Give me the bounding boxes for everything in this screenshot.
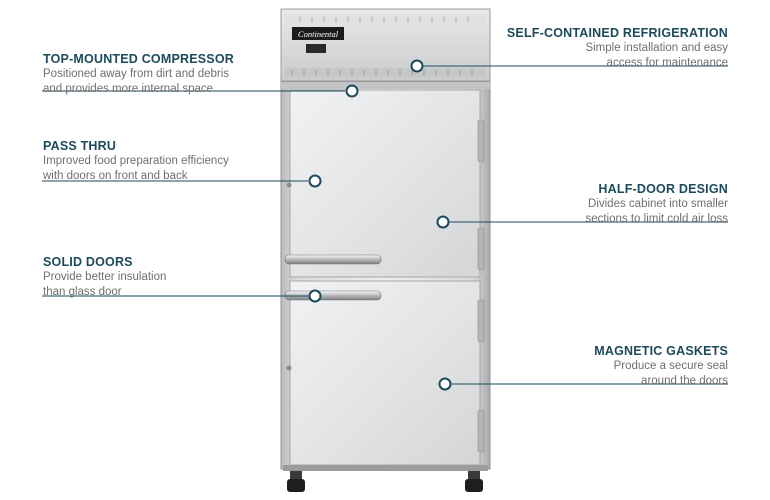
callout-magnetic-gaskets: MAGNETIC GASKETS Produce a secure seal a… (468, 344, 728, 388)
callout-desc-line: Divides cabinet into smaller (588, 198, 728, 210)
callout-desc-line: sections to limit cold air loss (585, 212, 728, 225)
callout-half-door-design: HALF-DOOR DESIGN Divides cabinet into sm… (468, 182, 728, 226)
callout-desc-line: Improved food preparation efficiency (43, 155, 229, 167)
callout-desc-line: Simple installation and easy (585, 42, 728, 54)
marker-solid-doors (308, 289, 322, 303)
callout-desc-line: around the doors (641, 374, 728, 387)
marker-magnetic-gaskets (438, 377, 452, 391)
marker-self-contained-refrigeration (410, 59, 424, 73)
callout-title: SELF-CONTAINED REFRIGERATION (506, 26, 728, 40)
compressor-housing: Continental (280, 8, 491, 82)
callout-self-contained-refrigeration: SELF-CONTAINED REFRIGERATION Simple inst… (468, 26, 728, 70)
callout-desc-line: and provides more internal space (43, 82, 214, 95)
leader-lines (42, 65, 728, 385)
marker-pass-thru (308, 174, 322, 188)
callout-title: SOLID DOORS (43, 255, 133, 269)
callout-top-mounted-compressor: TOP-MOUNTED COMPRESSOR Positioned away f… (43, 52, 303, 96)
callout-desc-line: Provide better insulation (43, 271, 167, 283)
callout-desc-line: access for maintenance (606, 56, 728, 69)
callout-desc-line: Produce a secure seal (613, 360, 728, 372)
callout-desc-line: with doors on front and back (43, 169, 188, 182)
callout-pass-thru: PASS THRU Improved food preparation effi… (43, 139, 303, 183)
lower-door (284, 280, 485, 466)
marker-top-mounted-compressor (345, 84, 359, 98)
brand-logo-text: Continental (298, 29, 339, 39)
callout-title: PASS THRU (43, 139, 117, 153)
casters (283, 465, 488, 492)
callout-desc-line: than glass door (43, 285, 122, 298)
upper-door-handle (284, 254, 382, 265)
brand-badge (292, 27, 344, 40)
callout-solid-doors: SOLID DOORS Provide better insulation th… (43, 255, 303, 299)
marker-half-door-design (436, 215, 450, 229)
callout-title: MAGNETIC GASKETS (594, 344, 728, 358)
callout-title: HALF-DOOR DESIGN (598, 182, 728, 196)
upper-door (284, 89, 485, 278)
temperature-display (306, 44, 326, 53)
callout-title: TOP-MOUNTED COMPRESSOR (43, 52, 234, 66)
callout-desc-line: Positioned away from dirt and debris (43, 68, 230, 80)
